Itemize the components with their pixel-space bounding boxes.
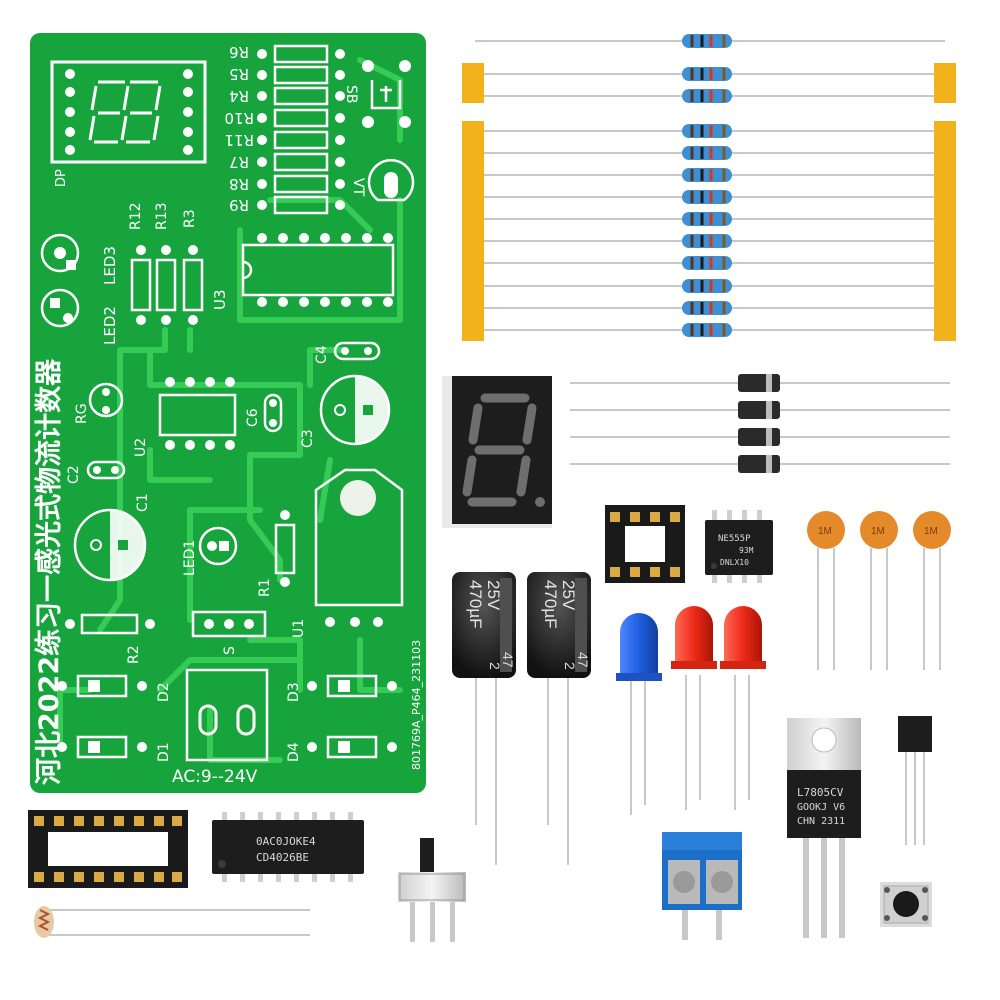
pcb-resistor-array: R6 R5 R4 R10 R11 R7 R8 R9: [224, 43, 345, 215]
pcb-title: 河北2022练习一感光式物流计数器: [33, 358, 65, 785]
pcb-label-u3: U3: [211, 289, 229, 310]
pcb-label-r10: R10: [224, 109, 254, 127]
diode-set: [570, 374, 950, 473]
pcb-label-u2: U2: [133, 438, 149, 457]
pcb-label-c1: C1: [135, 493, 151, 512]
pcb-sb-footprint: SB: [343, 60, 411, 128]
pcb-label-rg: RG: [74, 403, 90, 424]
ic-socket-8pin: [605, 505, 685, 583]
ne555-line1: NE555P: [718, 534, 751, 544]
cd4026-line1: 0AC0JOKE4: [256, 835, 316, 848]
ne555-line2: 93M: [739, 546, 754, 555]
pcb-u2-footprint: U2 C6: [133, 377, 283, 457]
cap-right-side: 47: [575, 652, 591, 668]
pcb-label-dp: DP: [54, 169, 69, 187]
pcb-label-s: S: [222, 646, 238, 655]
cd4026-chip: 0AC0JOKE4 CD4026BE: [212, 812, 364, 882]
pcb-r2-s-footprint: R2 S: [65, 610, 267, 664]
ne555-line3: DNLX10: [720, 558, 749, 567]
pcb-led-resistor-area: LED3 LED2 R12 R13 R3: [40, 202, 204, 345]
cap-right-side2: 2: [562, 662, 578, 670]
pcb-label-d1: D1: [156, 742, 172, 762]
pcb-r1-footprint: R1: [257, 510, 296, 597]
pcb-label-r5: R5: [229, 65, 249, 83]
cap-right-value: 470µF: [541, 580, 560, 629]
ne555-chip: NE555P 93M DNLX10: [705, 510, 773, 583]
regulator-line3: CHN 2311: [797, 816, 845, 827]
pcb-label-led2: LED2: [101, 306, 119, 345]
cap-right-voltage: 25V: [559, 580, 578, 611]
pcb-label-r11: R11: [224, 131, 254, 149]
ic-socket-16pin: [28, 810, 188, 888]
pcb-c3-footprint: C3: [300, 374, 391, 448]
seven-seg-footprint: DP: [50, 60, 207, 187]
pcb-rg-footprint: RG: [74, 382, 124, 424]
slide-switch: [398, 838, 466, 942]
ceramic-cap-mark-1: 1M: [818, 526, 832, 537]
pcb-label-r6: R6: [229, 43, 249, 61]
pcb-c1-footprint: C1: [73, 493, 151, 582]
pcb-label-r3: R3: [182, 209, 198, 228]
pcb-label-led1: LED1: [182, 540, 198, 576]
pcb-board: DP R6 R5 R4 R10 R11 R7 R8: [30, 33, 426, 793]
electrolytic-capacitors: 470µF 25V 470µF 25V 47 2 47 2: [452, 572, 591, 865]
pcb-board-code: 801769A_P464_231103: [410, 640, 423, 770]
push-button: [880, 882, 932, 927]
seven-segment-display: [442, 376, 552, 528]
pcb-label-r12: R12: [128, 202, 144, 230]
pcb-label-u1: U1: [291, 619, 307, 638]
pcb-u1-footprint: U1: [291, 468, 404, 638]
resistor-strip: [462, 34, 956, 341]
ceramic-cap-mark-2: 1M: [871, 526, 885, 537]
pcb-label-r7: R7: [229, 153, 249, 171]
pcb-c2-footprint: C2: [66, 460, 126, 484]
pcb-label-d3: D3: [286, 682, 302, 702]
regulator-line2: GOOKJ V6: [797, 802, 845, 813]
pcb-label-c3: C3: [300, 429, 316, 448]
resistor-bands: [690, 35, 726, 336]
terminal-block: [662, 832, 742, 940]
pcb-label-c6: C6: [245, 408, 261, 427]
resistor-tape-left: [462, 63, 484, 341]
pcb-u3-footprint: U3: [211, 233, 395, 310]
pcb-label-d4: D4: [286, 742, 302, 762]
pcb-ac-label: AC:9--24V: [172, 767, 258, 787]
pcb-label-sb: SB: [343, 85, 359, 104]
cap-left-side2: 2: [487, 662, 503, 670]
cap-left-side: 47: [500, 652, 516, 668]
resistor-bodies: [682, 34, 732, 337]
ceramic-capacitors: 1M 1M 1M: [807, 511, 951, 670]
cd4026-line2: CD4026BE: [256, 851, 309, 864]
pcb-label-d2: D2: [156, 682, 172, 702]
pcb-c4-footprint: C4: [314, 341, 381, 364]
pcb-label-led3: LED3: [101, 246, 119, 285]
leds: [616, 606, 766, 815]
photoresistor: [34, 906, 310, 938]
resistor-tape-right: [934, 63, 956, 341]
pcb-label-c2: C2: [66, 465, 82, 484]
pcb-vt-footprint: VT: [350, 159, 415, 202]
pcb-label-r4: R4: [229, 87, 249, 105]
pcb-diode-terminal-area: D2 D1 D3 D4 AC:9--24V: [57, 668, 397, 787]
regulator-line1: L7805CV: [797, 786, 844, 799]
cap-left-value: 470µF: [466, 580, 485, 629]
pcb-led1-footprint: LED1: [182, 526, 238, 576]
pcb-label-c4: C4: [314, 345, 330, 364]
pcb-label-r9: R9: [229, 196, 249, 214]
pcb-label-vt: VT: [350, 178, 366, 197]
cap-left-voltage: 25V: [484, 580, 503, 611]
pcb-label-r13: R13: [154, 202, 170, 230]
pcb-label-r2: R2: [126, 645, 142, 664]
l7805-regulator: L7805CV GOOKJ V6 CHN 2311: [787, 718, 861, 938]
ceramic-cap-mark-3: 1M: [924, 526, 938, 537]
transistor: [898, 716, 932, 845]
pcb-label-r8: R8: [229, 175, 249, 193]
pcb-label-r1: R1: [257, 578, 273, 597]
